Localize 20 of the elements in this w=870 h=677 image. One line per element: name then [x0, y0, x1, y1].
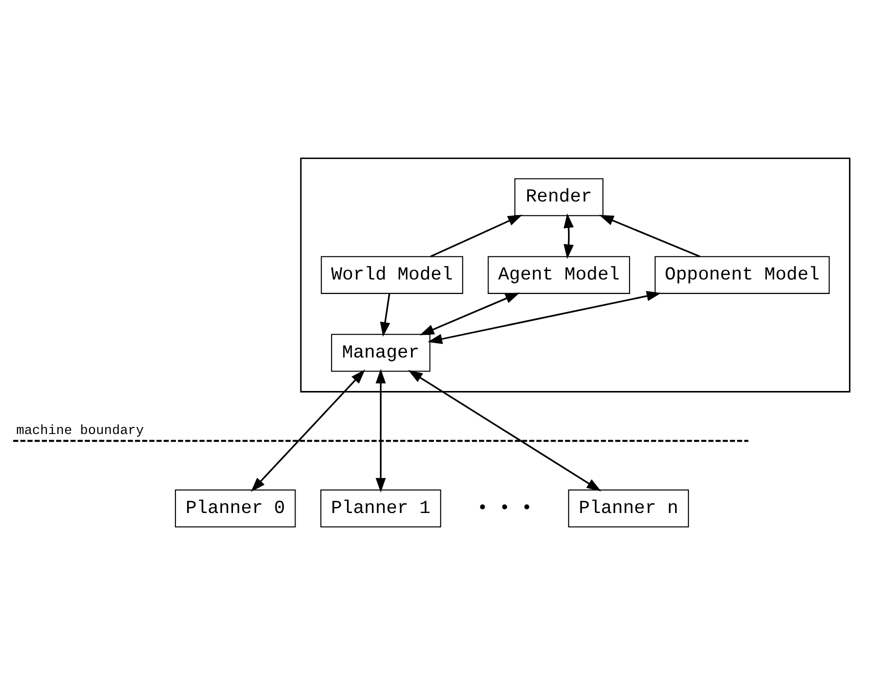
arrow — [564, 213, 574, 259]
node-box: Opponent Model — [654, 256, 830, 294]
node-box: Render — [514, 178, 604, 216]
node-box: Manager — [331, 334, 430, 372]
label: machine boundary — [16, 423, 144, 438]
arrow — [430, 214, 522, 258]
arrow — [428, 291, 662, 344]
node-box: World Model — [320, 256, 464, 294]
arrow — [420, 292, 520, 336]
arrow — [376, 368, 386, 493]
cluster — [300, 158, 850, 392]
arrow — [408, 370, 602, 492]
node-box: Planner 0 — [174, 490, 296, 528]
node-box: Agent Model — [488, 256, 630, 294]
arrow — [599, 214, 700, 258]
arrow — [380, 293, 390, 337]
label: • • • — [476, 498, 532, 519]
arrow — [250, 369, 366, 492]
node-box: Planner n — [568, 490, 689, 528]
node-box: Planner 1 — [320, 490, 442, 528]
